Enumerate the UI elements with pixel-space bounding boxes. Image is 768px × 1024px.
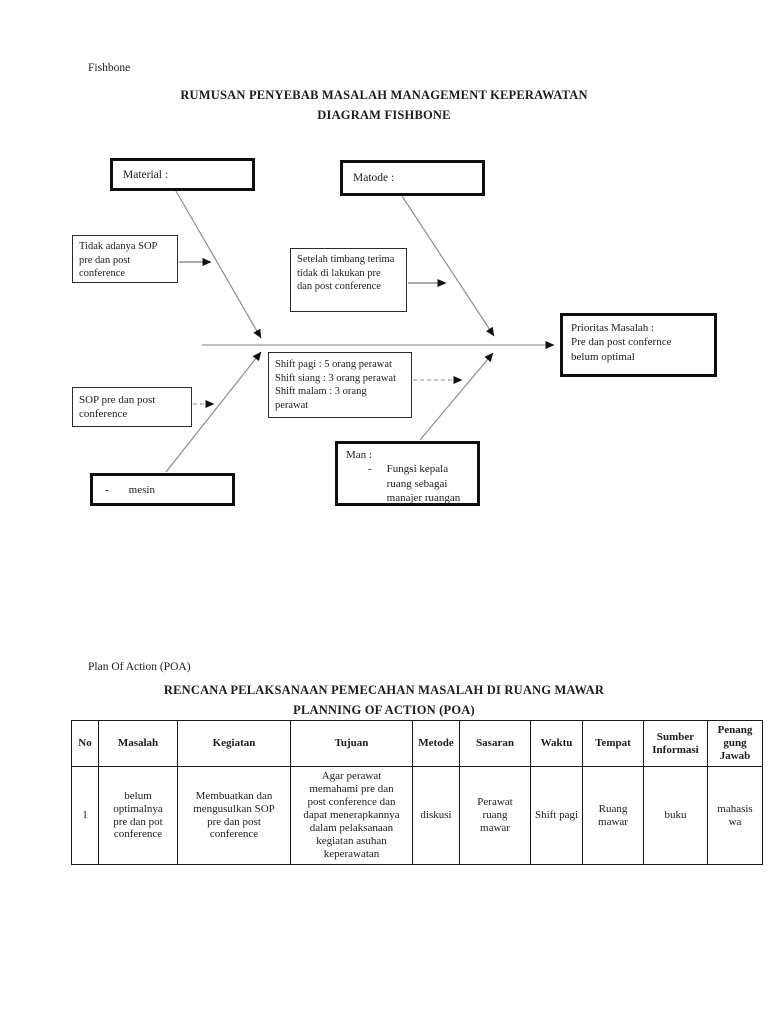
col-header-sasaran: Sasaran bbox=[459, 720, 531, 767]
man-cause-text: Fungsi kepala ruang sebagai manajer ruan… bbox=[386, 463, 461, 504]
poa-title: RENCANA PELAKSANAAN PEMECAHAN MASALAH DI… bbox=[163, 683, 605, 697]
col-header-kegiatan: Kegiatan bbox=[177, 720, 291, 767]
cause-box-shift-perawat: Shift pagi : 5 orang perawat Shift siang… bbox=[268, 352, 412, 418]
matode-category-box: Matode : bbox=[340, 160, 485, 196]
bone-material bbox=[175, 190, 262, 339]
col-header-waktu: Waktu bbox=[530, 720, 583, 767]
cell-sasaran: Perawat ruang mawar bbox=[459, 766, 531, 865]
col-header-penanggung-jawab: Penang gung Jawab bbox=[707, 720, 763, 767]
man-category-label: Man : bbox=[346, 449, 372, 461]
col-header-sumber-informasi: Sumber Informasi bbox=[643, 720, 708, 767]
mesin-label: mesin bbox=[128, 483, 155, 496]
cell-tempat: Ruang mawar bbox=[582, 766, 644, 865]
bullet-dash: - bbox=[368, 463, 372, 476]
poa-table-container: No Masalah Kegiatan Tujuan Metode Sasara… bbox=[71, 720, 763, 865]
cause-box-tidak-adanya-sop: Tidak adanya SOP pre dan post conference bbox=[72, 235, 178, 283]
mesin-category-box: - mesin bbox=[90, 473, 235, 506]
poa-section-label: Plan Of Action (POA) bbox=[88, 661, 191, 673]
poa-header-row: No Masalah Kegiatan Tujuan Metode Sasara… bbox=[71, 720, 763, 767]
bone-matode bbox=[401, 195, 495, 337]
cell-waktu: Shift pagi bbox=[530, 766, 583, 865]
cell-no: 1 bbox=[71, 766, 99, 865]
man-cause-item: - Fungsi kepala ruang sebagai manajer ru… bbox=[346, 462, 475, 505]
material-category-label: Material : bbox=[123, 168, 169, 181]
col-header-no: No bbox=[71, 720, 99, 767]
prioritas-masalah-box: Prioritas Masalah : Pre dan post confern… bbox=[560, 313, 717, 377]
cell-kegiatan: Membuatkan dan mengusulkan SOP pre dan p… bbox=[177, 766, 291, 865]
material-category-box: Material : bbox=[110, 158, 255, 191]
fishbone-section-label: Fishbone bbox=[88, 62, 131, 74]
bullet-dash: - bbox=[105, 483, 109, 496]
main-title: RUMUSAN PENYEBAB MASALAH MANAGEMENT KEPE… bbox=[180, 88, 588, 102]
col-header-masalah: Masalah bbox=[98, 720, 178, 767]
cell-sumber: buku bbox=[643, 766, 708, 865]
poa-table: No Masalah Kegiatan Tujuan Metode Sasara… bbox=[71, 720, 763, 865]
col-header-tempat: Tempat bbox=[582, 720, 644, 767]
cell-penanggung: mahasis wa bbox=[707, 766, 763, 865]
bone-man bbox=[419, 352, 494, 441]
cell-tujuan: Agar perawat memahami pre dan post confe… bbox=[290, 766, 413, 865]
cause-box-sop-pre-post: SOP pre dan post conference bbox=[72, 387, 192, 427]
cell-metode: diskusi bbox=[412, 766, 460, 865]
man-category-box: Man : - Fungsi kepala ruang sebagai mana… bbox=[335, 441, 480, 506]
matode-category-label: Matode : bbox=[353, 172, 395, 184]
poa-sub-title: PLANNING OF ACTION (POA) bbox=[293, 703, 475, 717]
col-header-tujuan: Tujuan bbox=[290, 720, 413, 767]
cell-masalah: belum optimalnya pre dan pot conference bbox=[98, 766, 178, 865]
col-header-metode: Metode bbox=[412, 720, 460, 767]
table-row: 1 belum optimalnya pre dan pot conferenc… bbox=[71, 766, 763, 865]
cause-box-setelah-timbang-terima: Setelah timbang terima tidak di lakukan … bbox=[290, 248, 407, 312]
sub-title: DIAGRAM FISHBONE bbox=[317, 108, 451, 122]
